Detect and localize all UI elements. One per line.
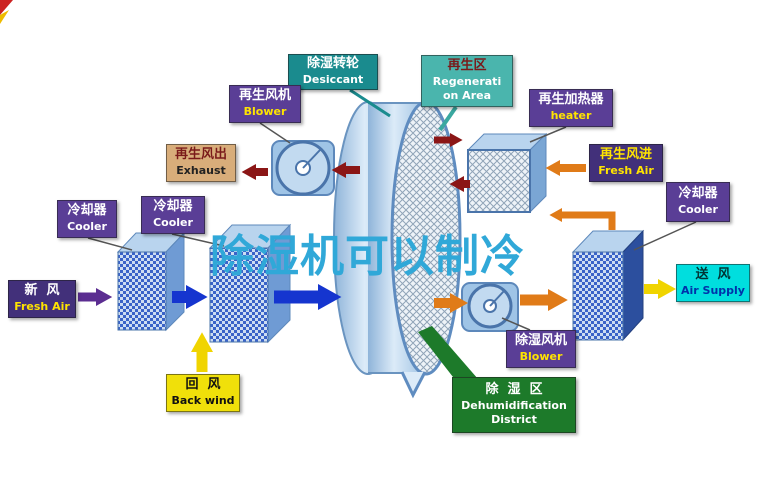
label-regen-fresh-air-en: Fresh Air [598,164,654,178]
label-dehumid-district-en1: Dehumidification [461,399,567,413]
label-desiccant-zh: 除湿转轮 [306,56,359,72]
label-dehumid-blower-en: Blower [519,350,563,364]
label-back-wind-en: Back wind [171,394,235,408]
label-desiccant: 除湿转轮 Desiccant [288,54,378,90]
corner-red-shape [0,0,13,15]
cooler1-front-face [117,251,167,331]
label-exhaust-en: Exhaust [176,164,226,178]
wheel-bottom-tab [400,371,427,399]
label-cooler-left-inner: 冷却器 Cooler [141,196,205,234]
dehumid-blower-unit [461,282,519,332]
label-regen-fresh-air: 再生风进 Fresh Air [589,144,663,182]
connector-dehumid-blower [501,317,531,331]
label-fresh-air-inlet-zh: 新 风 [24,283,60,299]
connector-cooler-right [633,221,697,251]
label-air-supply-zh: 送 风 [695,267,731,283]
connector-cooler-left-outer [87,237,133,251]
connector-cooler-left-inner [171,233,225,247]
label-dehumid-district-en2: District [491,413,537,427]
label-cooler-right-zh: 冷却器 [678,186,718,202]
label-regeneration-area: 再生区 Regenerati on Area [421,55,513,107]
label-regen-heater-en: heater [550,109,592,123]
cooler-right-unit [571,229,645,342]
cooler3-front-face [572,251,624,341]
label-regen-fresh-air-zh: 再生风进 [599,147,652,163]
arrow-cooler-to-heater-path [549,208,616,230]
label-desiccant-en: Desiccant [302,73,364,87]
label-regeneration-area-en2: on Area [442,89,492,103]
connector-dehumid-district-wedge [418,326,478,386]
corner-yellow-shape [0,10,9,24]
label-dehumid-district: 除 湿 区 Dehumidification District [452,377,576,433]
label-air-supply-en: Air Supply [681,284,745,298]
label-exhaust: 再生风出 Exhaust [166,144,236,182]
label-fresh-air-inlet: 新 风 Fresh Air [8,280,76,318]
label-regen-blower-zh: 再生风机 [238,88,291,104]
regen-blower-unit [271,140,335,196]
label-regen-blower-en: Blower [243,105,287,119]
label-regen-heater: 再生加热器 heater [529,89,613,127]
regen-blower-blade [302,149,321,169]
label-cooler-left-outer: 冷却器 Cooler [57,200,117,238]
label-exhaust-zh: 再生风出 [174,147,227,163]
regen-heater-unit [466,132,548,214]
connector-regen-heater [529,126,567,143]
label-dehumid-blower-zh: 除湿风机 [514,333,567,349]
cooler-left-outer-unit [116,231,186,332]
label-dehumid-district-zh: 除 湿 区 [485,382,543,398]
label-regeneration-area-zh: 再生区 [447,58,487,74]
label-cooler-right: 冷却器 Cooler [666,182,730,222]
label-cooler-left-inner-en: Cooler [153,216,193,230]
cooler2-front-face [209,247,269,343]
watermark-title: 除湿机可以制冷 [210,231,525,282]
label-cooler-right-en: Cooler [678,203,718,217]
corner-logo-mark [0,0,13,24]
label-fresh-air-inlet-en: Fresh Air [14,300,70,314]
label-cooler-left-outer-en: Cooler [67,220,107,234]
label-cooler-left-inner-zh: 冷却器 [153,199,193,215]
heater-front-face [467,149,531,213]
label-air-supply: 送 风 Air Supply [676,264,750,302]
connector-desiccant [349,88,391,118]
label-regen-blower: 再生风机 Blower [229,85,301,123]
cooler-left-inner-unit [208,223,292,344]
connector-regeneration-area [438,105,458,132]
label-regeneration-area-en1: Regenerati [432,75,502,89]
label-cooler-left-outer-zh: 冷却器 [67,203,107,219]
dehumid-blower-blade [489,290,505,307]
label-regen-heater-zh: 再生加热器 [538,92,604,108]
label-dehumid-blower: 除湿风机 Blower [506,330,576,368]
label-back-wind: 回 风 Back wind [166,374,240,412]
connector-regen-blower [259,122,291,144]
label-back-wind-zh: 回 风 [185,377,221,393]
